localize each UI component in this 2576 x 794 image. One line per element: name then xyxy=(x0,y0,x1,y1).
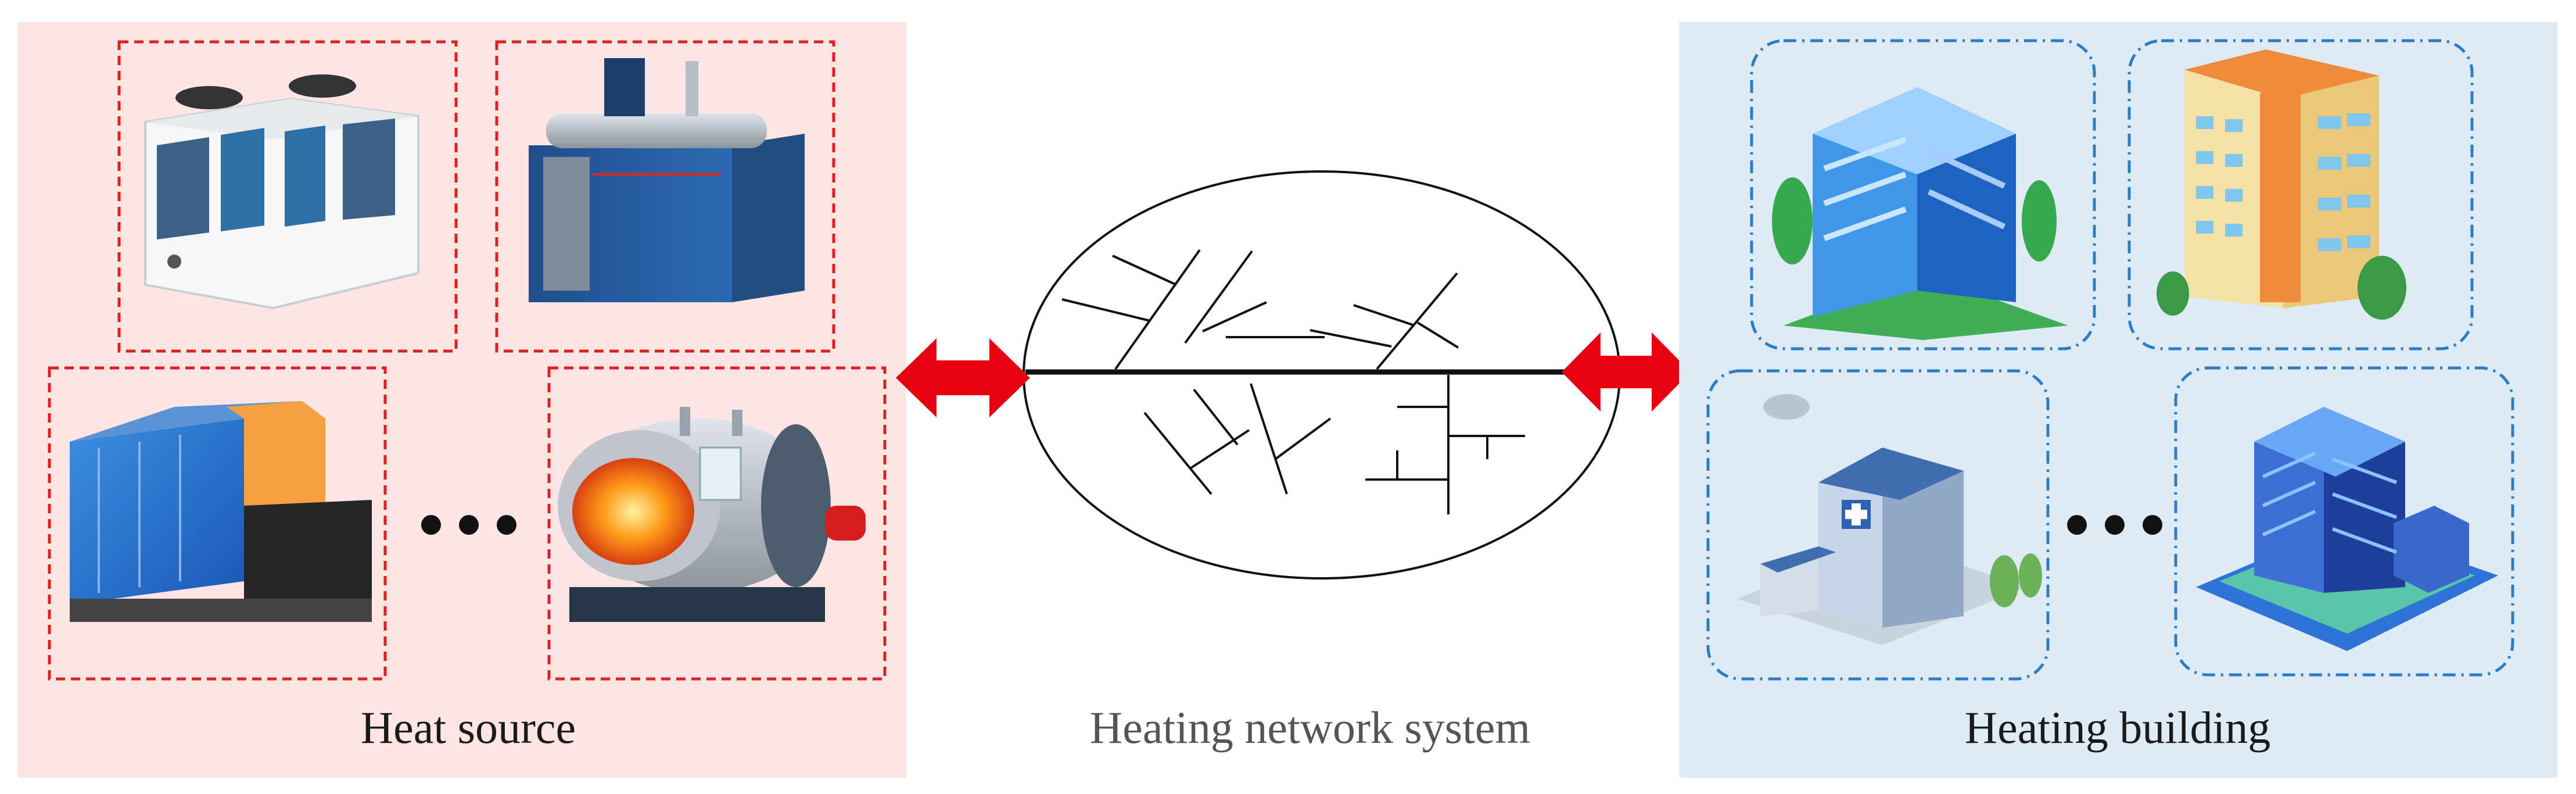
hospital-building-icon xyxy=(1737,394,2042,645)
double-headed-arrow-icon xyxy=(1562,332,1691,412)
heat-source-label: Heat source xyxy=(361,702,576,753)
dashed-frame xyxy=(48,366,387,681)
dashed-frame xyxy=(547,366,887,681)
branch-pipelines xyxy=(1061,249,1525,514)
dashed-frame xyxy=(495,40,835,353)
dash-dot-frame xyxy=(2174,366,2514,677)
dash-dot-frame xyxy=(2127,39,2474,350)
generator-unit-icon xyxy=(529,58,805,302)
heating-building-label: Heating building xyxy=(1965,702,2270,753)
dashed-frame xyxy=(117,40,458,353)
air-source-heat-pump-icon xyxy=(144,74,419,310)
heating-building-item-office xyxy=(1750,39,2096,350)
office-building-icon xyxy=(1772,87,2068,340)
coal-fired-boiler-icon xyxy=(70,401,372,622)
commercial-complex-icon xyxy=(2196,407,2498,651)
heat-source-item-coal-boiler xyxy=(48,366,387,681)
dash-dot-frame xyxy=(1750,39,2096,350)
heating-network-panel: Heating network system xyxy=(1022,170,1621,753)
heating-network-label: Heating network system xyxy=(1090,702,1530,753)
dash-dot-frame xyxy=(1706,369,2050,681)
heating-building-item-hospital xyxy=(1706,369,2050,681)
heat-source-panel: Heat source xyxy=(17,22,906,778)
ellipsis-dots-icon xyxy=(2067,515,2162,535)
heat-source-item-gas-boiler xyxy=(547,366,887,681)
heating-building-panel: Heating building xyxy=(1679,22,2557,778)
heating-building-item-residential xyxy=(2127,39,2474,350)
residential-building-icon xyxy=(2157,49,2406,320)
heat-source-item-heat-pump xyxy=(117,40,458,353)
ellipsis-dots-icon xyxy=(421,515,516,535)
network-boundary-ellipse xyxy=(1022,170,1621,580)
gas-boiler-icon xyxy=(558,407,866,622)
heat-source-item-generator xyxy=(495,40,835,353)
heating-building-item-commercial xyxy=(2174,366,2514,677)
double-headed-arrow-icon xyxy=(896,338,1030,417)
heating-building-background xyxy=(1679,22,2557,778)
